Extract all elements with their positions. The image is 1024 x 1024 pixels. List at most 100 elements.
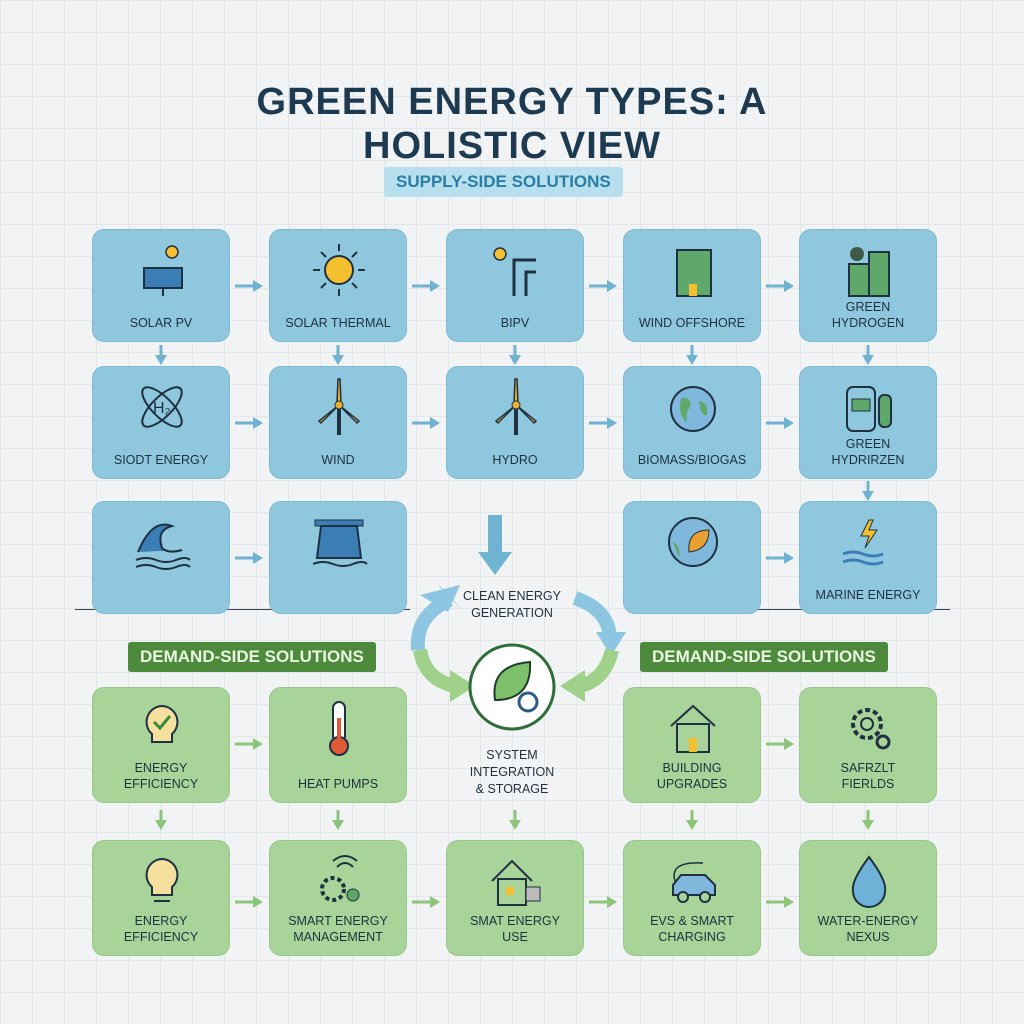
flow-arrow-right [412,417,440,429]
box-label: SOLAR PV [129,316,193,330]
thermometer-icon [329,701,349,756]
box-label: GREEN HYDROGEN [831,300,905,330]
water-drop-icon [851,855,887,908]
flow-arrow-down [155,345,167,365]
supply-card[interactable]: SOLAR PV [92,229,230,342]
flow-arrow-right [235,738,263,750]
demand-side-label-right: DEMAND-SIDE SOLUTIONS [640,642,888,672]
flow-arrow-right [589,417,617,429]
center-line-3: & STORAGE [475,782,549,796]
demand-card[interactable]: HEAT PUMPS [269,687,407,803]
box-label: BIPV [500,316,530,330]
supply-card[interactable] [269,501,407,614]
globe-leaf-icon [668,517,718,567]
flow-arrow-right [766,896,794,908]
flow-arrow-down [509,810,521,830]
supply-card[interactable] [92,501,230,614]
supply-card[interactable]: SOLAR THERMAL [269,229,407,342]
divider-left [75,609,410,610]
supply-card[interactable]: WIND OFFSHORE [623,229,761,342]
pipe-sun-icon [493,247,536,296]
flow-arrow-right [235,896,263,908]
bulb-check-icon [145,704,179,743]
atom-h2-icon: H₂ [141,386,183,428]
flow-arrow-right [766,738,794,750]
flow-arrow-right [589,280,617,292]
supply-card[interactable]: H₂ SIODT ENERGY [92,366,230,479]
sun-icon [313,244,365,296]
supply-card[interactable]: HYDRO [446,366,584,479]
wave-icon [135,523,191,570]
box-label: WIND [321,453,355,467]
box-label: SMAT ENERGY USE [470,914,560,944]
supply-card[interactable] [623,501,761,614]
demand-card[interactable]: EVS & SMART CHARGING [623,840,761,956]
title-line-1: GREEN ENERGY TYPES: A [256,81,768,123]
box-label: GREEN HYDRIRZEN [831,437,905,467]
supply-card[interactable]: BIOMASS/BIOGAS [623,366,761,479]
clean-energy-generation-label: CLEAN ENERGY GENERATION [463,589,561,620]
gears-icon [851,708,891,750]
supply-card[interactable]: MARINE ENERGY [799,501,937,614]
flow-arrow-down [862,481,874,501]
demand-card[interactable]: SMART ENERGY MANAGEMENT [269,840,407,956]
box-label: SAFRZLT FIERLDS [840,761,896,791]
box-label: HEAT PUMPS [297,777,379,791]
box-label: SOLAR THERMAL [285,316,391,330]
supply-card[interactable]: WIND [269,366,407,479]
factory-icon [848,247,890,297]
demand-card[interactable]: ENERGY EFFICIENCY [92,687,230,803]
ev-car-icon [672,862,716,903]
wind-turbine-icon [494,378,538,435]
flow-arrow-right [766,280,794,292]
flow-arrow-right [412,280,440,292]
demand-card[interactable]: SMAT ENERGY USE [446,840,584,956]
bulb-icon [145,857,179,902]
supply-card[interactable]: GREEN HYDRIRZEN [799,366,937,479]
box-label: SIODT ENERGY [113,453,209,467]
demand-card[interactable]: ENERGY EFFICIENCY [92,840,230,956]
flow-arrow-right [235,280,263,292]
supply-side-label: SUPPLY-SIDE SOLUTIONS [384,167,623,197]
title-line-2: HOLISTIC VIEW [363,125,661,167]
supply-card[interactable]: GREEN HYDROGEN [799,229,937,342]
flow-arrow-down [862,345,874,365]
flow-arrow-right [589,896,617,908]
building-icon [676,249,712,297]
demand-card[interactable]: BUILDING UPGRADES [623,687,761,803]
wind-turbine-icon [317,378,361,435]
box-label: SMART ENERGY MANAGEMENT [288,914,388,944]
demand-card[interactable]: SAFRZLT FIERLDS [799,687,937,803]
box-label: EVS & SMART CHARGING [650,914,734,944]
box-label: WIND OFFSHORE [638,316,746,330]
box-label: MARINE ENERGY [815,588,921,602]
box-label: ENERGY EFFICIENCY [123,761,199,791]
house-icon [670,704,716,753]
flow-arrow-down [686,810,698,830]
flow-arrow-right [412,896,440,908]
box-label: HYDRO [492,453,538,467]
flow-arrow-right [766,552,794,564]
divider-right [635,609,950,610]
box-label: WATER-ENERGY NEXUS [817,914,919,944]
flow-arrow-down [509,345,521,365]
demand-side-label-left: DEMAND-SIDE SOLUTIONS [128,642,376,672]
supply-card[interactable]: BIPV [446,229,584,342]
flow-arrow-down [332,810,344,830]
flow-arrow-down [332,345,344,365]
flow-arrow-right [235,417,263,429]
flow-arrow-right [766,417,794,429]
gear-wifi-icon [320,855,360,902]
flow-arrow-right [235,552,263,564]
center-line-1: SYSTEM [486,748,538,762]
svg-text:H₂: H₂ [153,400,171,417]
dam-icon [312,519,368,567]
box-label: BUILDING UPGRADES [656,761,728,791]
smart-house-icon [491,859,541,906]
solar-panel-icon [143,245,183,296]
demand-card[interactable]: WATER-ENERGY NEXUS [799,840,937,956]
box-label: BIOMASS/BIOGAS [637,453,747,467]
marine-plug-icon [842,519,884,566]
